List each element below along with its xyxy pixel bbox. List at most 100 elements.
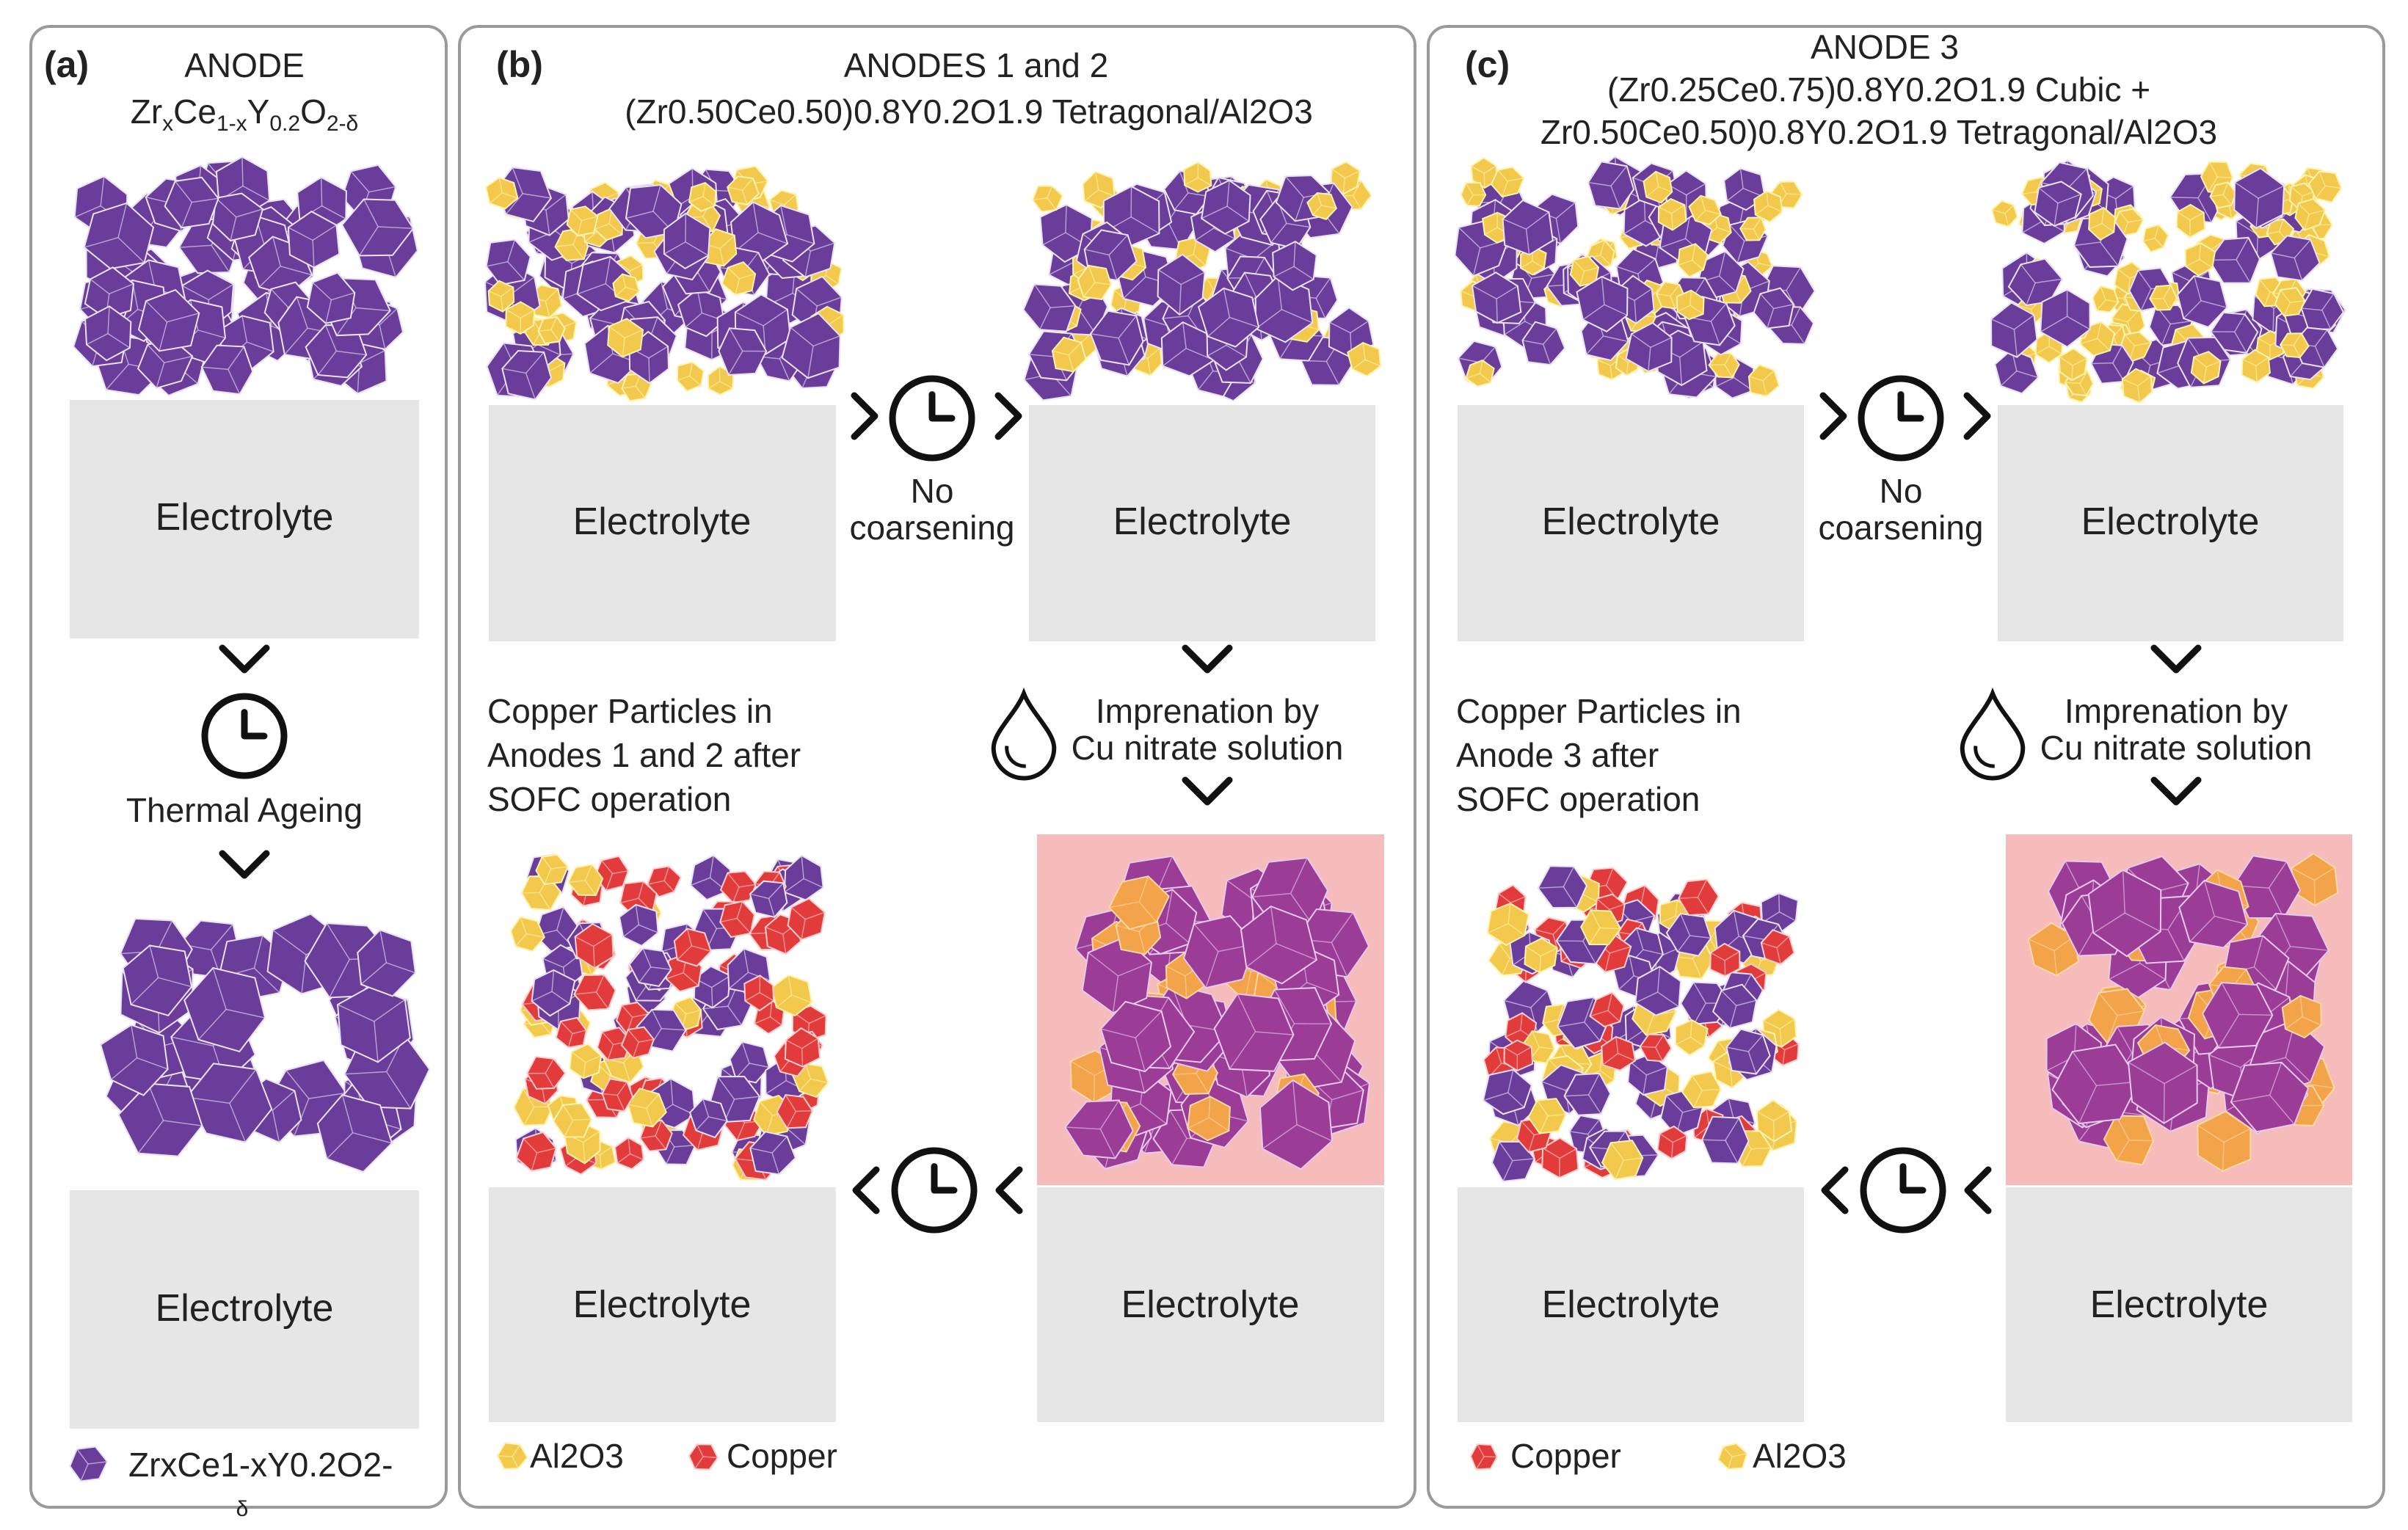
copper-particle: [743, 975, 775, 1012]
zirconia-particle: [1240, 905, 1318, 985]
zirconia-particle: [688, 1098, 728, 1139]
copper-caption-b-2: Anodes 1 and 2 after: [487, 736, 801, 774]
zirconia-particle: [287, 211, 341, 269]
alumina-particle: [566, 205, 599, 237]
zirconia-particle: [1254, 274, 1314, 343]
copper-caption-b-1: Copper Particles in: [487, 692, 773, 730]
alumina-particle: [2149, 284, 2178, 311]
formula-sub-0-2: 0.2: [269, 112, 300, 136]
alumina-particle: [1753, 190, 1783, 223]
panel-a-tag: (a): [44, 44, 89, 85]
zirconia-particle: [183, 966, 266, 1053]
copper-particle: [647, 865, 682, 898]
panel-c-subtitle-2: Zr0.50Ce0.50)0.8Y0.2O1.9 Tetragonal/Al2O…: [1541, 113, 2217, 151]
chevron-down-icon: [2150, 644, 2202, 674]
zirconia-particle: [2127, 1041, 2198, 1124]
zirconia-particle: [1701, 1115, 1750, 1165]
alumina-particle: [1580, 909, 1622, 946]
panel-a-formula: ZrxCe1-xY0.2O2-δ: [131, 92, 358, 136]
impregnation-label-c-1: Imprenation by: [2065, 692, 2288, 730]
zirconia-particle: [1259, 1079, 1334, 1170]
copper-nitrate-particle: [2027, 922, 2079, 977]
legend-zirconia-particle: [69, 1446, 109, 1482]
copper-nitrate-particle: [1187, 1096, 1231, 1142]
zirconia-particle: [693, 965, 732, 1009]
copper-particle: [1601, 1035, 1637, 1071]
zirconia-particle: [501, 349, 553, 401]
chevron-left-icon: [995, 1166, 1023, 1214]
panel-c-frame: [1427, 25, 2385, 1509]
copper-nitrate-particle: [2103, 1115, 2155, 1166]
copper-particle: [620, 1026, 655, 1059]
electrolyte-block-c2: [1998, 405, 2343, 641]
copper-particle: [515, 1131, 557, 1172]
alumina-particle: [1524, 937, 1558, 974]
electrolyte-label-a-top: Electrolyte: [156, 496, 334, 539]
clock-icon: [891, 1147, 978, 1234]
zirconia-particle: [305, 324, 368, 379]
zirconia-particle: [306, 272, 356, 324]
electrolyte-blocks: [70, 400, 2352, 1429]
zirconia-particle: [1201, 179, 1251, 235]
no-coarsening-label-b-2: coarsening: [849, 509, 1014, 547]
alumina-particle: [1460, 182, 1487, 207]
electrolyte-block-b1: [489, 405, 836, 641]
alumina-particle: [1990, 200, 2018, 227]
chevron-left-icon: [852, 1166, 880, 1214]
zirconia-particle: [1089, 310, 1144, 366]
copper-caption-c-3: SOFC operation: [1456, 780, 1700, 818]
copper-particle: [784, 1027, 821, 1068]
copper-particle: [719, 870, 757, 904]
alumina-particle: [1183, 161, 1212, 193]
alumina-particle: [569, 1043, 603, 1079]
zirconia-particle: [357, 929, 417, 997]
zirconia-particle: [1576, 275, 1629, 332]
alumina-particle: [2058, 347, 2088, 382]
electrolyte-block-c1: [1458, 405, 1804, 641]
panel-c-title: ANODE 3: [1811, 28, 1959, 66]
zirconia-particle: [628, 947, 672, 988]
zirconia-particle: [749, 1131, 797, 1176]
copper-nitrate-particle: [2281, 994, 2322, 1039]
zirconia-particle: [1990, 302, 2038, 358]
copper-particle: [1760, 928, 1795, 966]
panel-a-title: ANODE: [184, 46, 305, 84]
electrolyte-block-b3: [489, 1187, 836, 1422]
alumina-particle: [505, 301, 536, 335]
zirconia-particle: [718, 327, 768, 376]
alumina-particle: [1681, 1071, 1723, 1109]
formula-ce: Ce: [173, 92, 217, 131]
zirconia-particle: [2034, 181, 2082, 227]
zirconia-particle: [1022, 283, 1077, 332]
electrolyte-block-c4: [2006, 1187, 2352, 1422]
alumina-particle: [2092, 285, 2120, 313]
alumina-particle: [2121, 368, 2153, 404]
alumina-particle: [1486, 903, 1529, 947]
clock-icon: [201, 693, 288, 779]
alumina-particle: [1077, 264, 1113, 300]
zirconia-particle: [1063, 1099, 1134, 1159]
zirconia-particle: [1213, 993, 1295, 1072]
zirconia-particle: [1712, 983, 1758, 1030]
panel-b-subtitle: (Zr0.50Ce0.50)0.8Y0.2O1.9 Tetragonal/Al2…: [625, 92, 1313, 131]
zirconia-particle: [2178, 879, 2249, 949]
impregnation-label-b-2: Cu nitrate solution: [1072, 729, 1344, 767]
alumina-particle: [1747, 363, 1780, 398]
zirconia-particle: [122, 944, 193, 1017]
clock-icon: [889, 375, 975, 462]
alumina-particle: [1465, 359, 1495, 387]
alumina-particle: [2241, 349, 2271, 384]
copper-particle: [1656, 1125, 1688, 1160]
zirconia-particle: [2087, 869, 2162, 958]
zirconia-particle: [1665, 912, 1712, 957]
zirconia-particle: [1491, 1140, 1535, 1183]
alumina-particle: [552, 1102, 593, 1138]
thermal-ageing-label: Thermal Ageing: [126, 791, 363, 829]
alumina-particle: [688, 181, 717, 212]
alumina-particle: [2307, 170, 2343, 203]
legend-copper-particle: [688, 1443, 719, 1471]
alumina-particle: [1643, 170, 1673, 204]
zirconia-particle: [1725, 1028, 1771, 1075]
copper-particle: [1709, 942, 1741, 977]
